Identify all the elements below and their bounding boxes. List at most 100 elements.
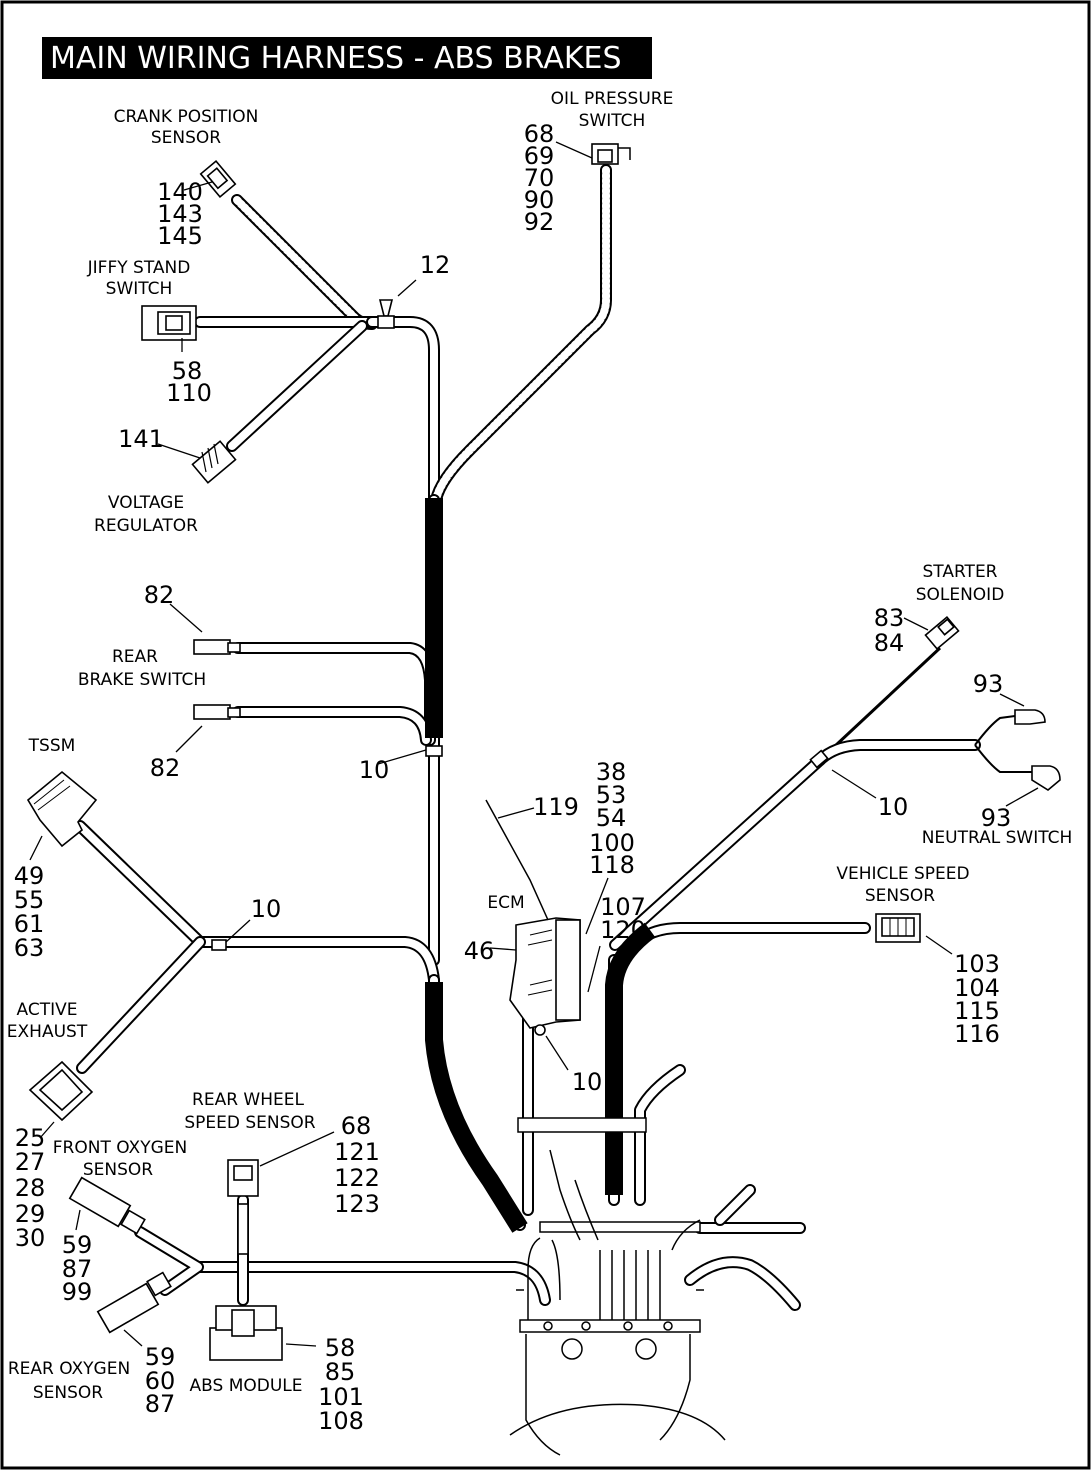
front-oxygen-sensor-connector [68,1176,146,1235]
callout-tssm-4: 63 [14,934,45,962]
neutral-switch-terminal-upper [1014,709,1046,725]
callout-oil-4: 90 [524,186,555,214]
label-ecm: ECM [487,893,524,913]
callout-neutral-lower: 93 [981,804,1012,832]
rear-brake-switch-connector-upper [193,639,241,655]
label-jiffy-stand-switch-line2: SWITCH [106,279,173,299]
label-voltage-regulator-line2: REGULATOR [94,516,198,536]
label-rear-wheel-speed-sensor-line2: SPEED SENSOR [184,1113,315,1133]
callout-jiffy-2: 110 [166,379,212,407]
callout-abs-4: 108 [318,1407,364,1435]
callout-ecm-top-4: 100 [589,829,635,857]
label-vehicle-speed-sensor-line1: VEHICLE SPEED [836,864,969,884]
label-vehicle-speed-sensor-line2: SENSOR [865,886,935,906]
callout-clip-mid: 10 [359,756,390,784]
label-active-exhaust-line1: ACTIVE [17,1000,78,1020]
label-voltage-regulator-line1: VOLTAGE [108,493,184,513]
callout-oil-2: 69 [524,142,555,170]
rear-oxygen-sensor-connector [96,1271,172,1334]
callout-rear-wheel-3: 122 [334,1164,380,1192]
callout-starter-1: 83 [874,604,905,632]
callout-clip-ecm: 10 [572,1068,603,1096]
label-jiffy-stand-switch-line1: JIFFY STAND [87,258,191,278]
callout-clip-right: 10 [878,793,909,821]
engine-frame [509,1117,726,1456]
label-starter-solenoid-line1: STARTER [923,562,998,582]
label-oil-pressure-switch-line2: SWITCH [579,111,646,131]
label-crank-position-sensor-line1: CRANK POSITION [114,107,259,127]
crank-position-sensor-connector [199,159,237,199]
callout-active-exhaust-2: 27 [15,1148,46,1176]
callout-crank-1: 140 [157,178,203,206]
callout-ecm-right-1: 107 [600,893,646,921]
callout-tssm-1: 49 [14,862,45,890]
ecm-unit [485,799,581,1036]
callout-active-exhaust-4: 29 [15,1200,46,1228]
callout-abs-1: 58 [325,1334,356,1362]
callout-vss-2: 104 [954,974,1000,1002]
callout-front-o2-3: 99 [62,1278,93,1306]
label-active-exhaust-line2: EXHAUST [7,1022,88,1042]
callout-rear-wheel-2: 121 [334,1138,380,1166]
rear-wheel-speed-sensor-connector [227,1159,259,1255]
callout-oil-5: 92 [524,208,555,236]
callout-vss-3: 115 [954,997,1000,1025]
callout-ecm-top-5: 118 [589,851,635,879]
harness-wires [74,164,1032,1311]
callout-crank-3: 145 [157,222,203,250]
callout-vss-1: 103 [954,950,1000,978]
title-banner [42,37,652,79]
callout-active-exhaust-1: 25 [15,1124,46,1152]
diagram-title: MAIN WIRING HARNESS - ABS BRAKES [50,41,622,76]
callout-vss-4: 116 [954,1020,1000,1048]
starter-solenoid-connector [924,615,960,651]
callout-abs-3: 101 [318,1383,364,1411]
abs-module [209,1305,283,1361]
callout-crank-2: 143 [157,200,203,228]
label-rear-oxygen-sensor-line2: SENSOR [33,1383,103,1403]
callout-tie-119: 119 [533,793,579,821]
callout-front-o2-1: 59 [62,1231,93,1259]
callout-rear-o2-2: 60 [145,1367,176,1395]
callout-ecm-side: 46 [464,937,495,965]
callout-ecm-right-2: 120 [600,916,646,944]
voltage-regulator-connector [191,440,237,484]
callout-starter-2: 84 [874,629,905,657]
callout-jiffy-1: 58 [172,357,203,385]
label-abs-module: ABS MODULE [190,1376,303,1396]
convoluted-tubing [425,498,656,1233]
label-front-oxygen-sensor-line2: SENSOR [83,1160,153,1180]
callout-active-exhaust-5: 30 [15,1224,46,1252]
callout-rear-o2-3: 87 [145,1390,176,1418]
callout-tssm-2: 55 [14,886,45,914]
jiffy-stand-switch-connector [141,305,197,341]
label-crank-position-sensor-line2: SENSOR [151,128,221,148]
callout-rear-wheel-1: 68 [341,1112,372,1140]
callout-clip-top: 12 [420,251,451,279]
neutral-switch-terminal-lower [1031,765,1061,791]
label-tssm: TSSM [28,736,76,756]
callout-abs-2: 85 [325,1358,356,1386]
oil-pressure-switch [591,143,631,165]
tssm-unit [26,770,98,848]
callout-oil-3: 70 [524,164,555,192]
callout-rear-o2-1: 59 [145,1343,176,1371]
callout-tssm-3: 61 [14,910,45,938]
